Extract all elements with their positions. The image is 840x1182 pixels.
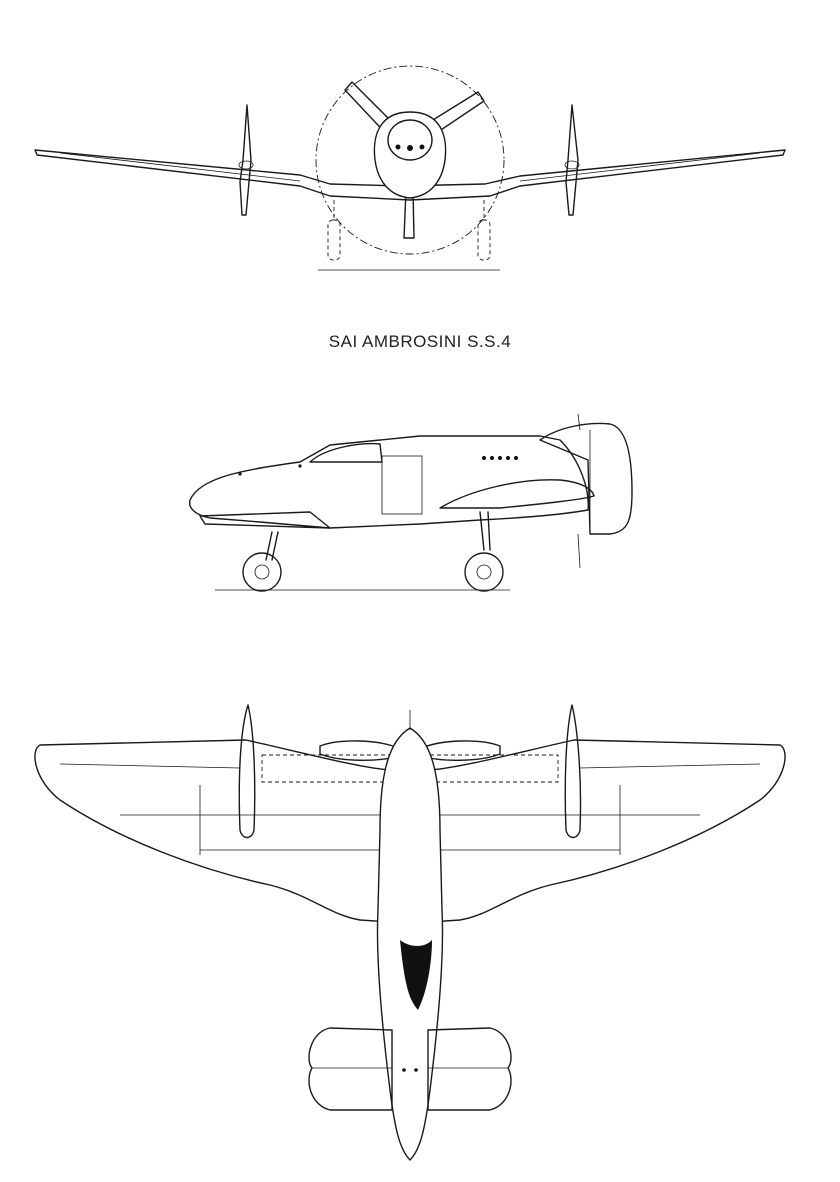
side-panel [381, 455, 423, 515]
top-view [34, 704, 786, 1161]
horizontal-stabilizer [439, 479, 595, 509]
right-gear [477, 219, 491, 261]
main-wheel [464, 552, 504, 592]
left-tailplane [308, 1027, 393, 1111]
left-fin [239, 104, 252, 216]
canopy [309, 442, 383, 463]
right-wing-fin [564, 704, 582, 839]
front-fuselage [373, 111, 447, 199]
front-view [34, 65, 786, 271]
side-view [188, 413, 633, 592]
wing-root [199, 511, 331, 529]
prop-top-left [319, 740, 399, 761]
left-gear [327, 219, 341, 261]
drawing-title: SAI AMBROSINI S.S.4 [328, 332, 512, 351]
right-wing [429, 739, 786, 923]
top-fuselage [376, 727, 444, 1161]
right-tailplane [427, 1027, 512, 1111]
nose-wheel [242, 552, 282, 592]
left-wing [34, 739, 391, 923]
propeller-disc [315, 65, 505, 255]
left-wing-fin [238, 704, 256, 839]
right-fin [565, 104, 579, 216]
canopy-shadow [400, 940, 432, 1010]
spinner [387, 119, 433, 161]
prop-top-right [421, 740, 501, 761]
rudder [539, 422, 633, 535]
front-wing-outline [34, 149, 786, 201]
side-fuselage [188, 435, 589, 529]
